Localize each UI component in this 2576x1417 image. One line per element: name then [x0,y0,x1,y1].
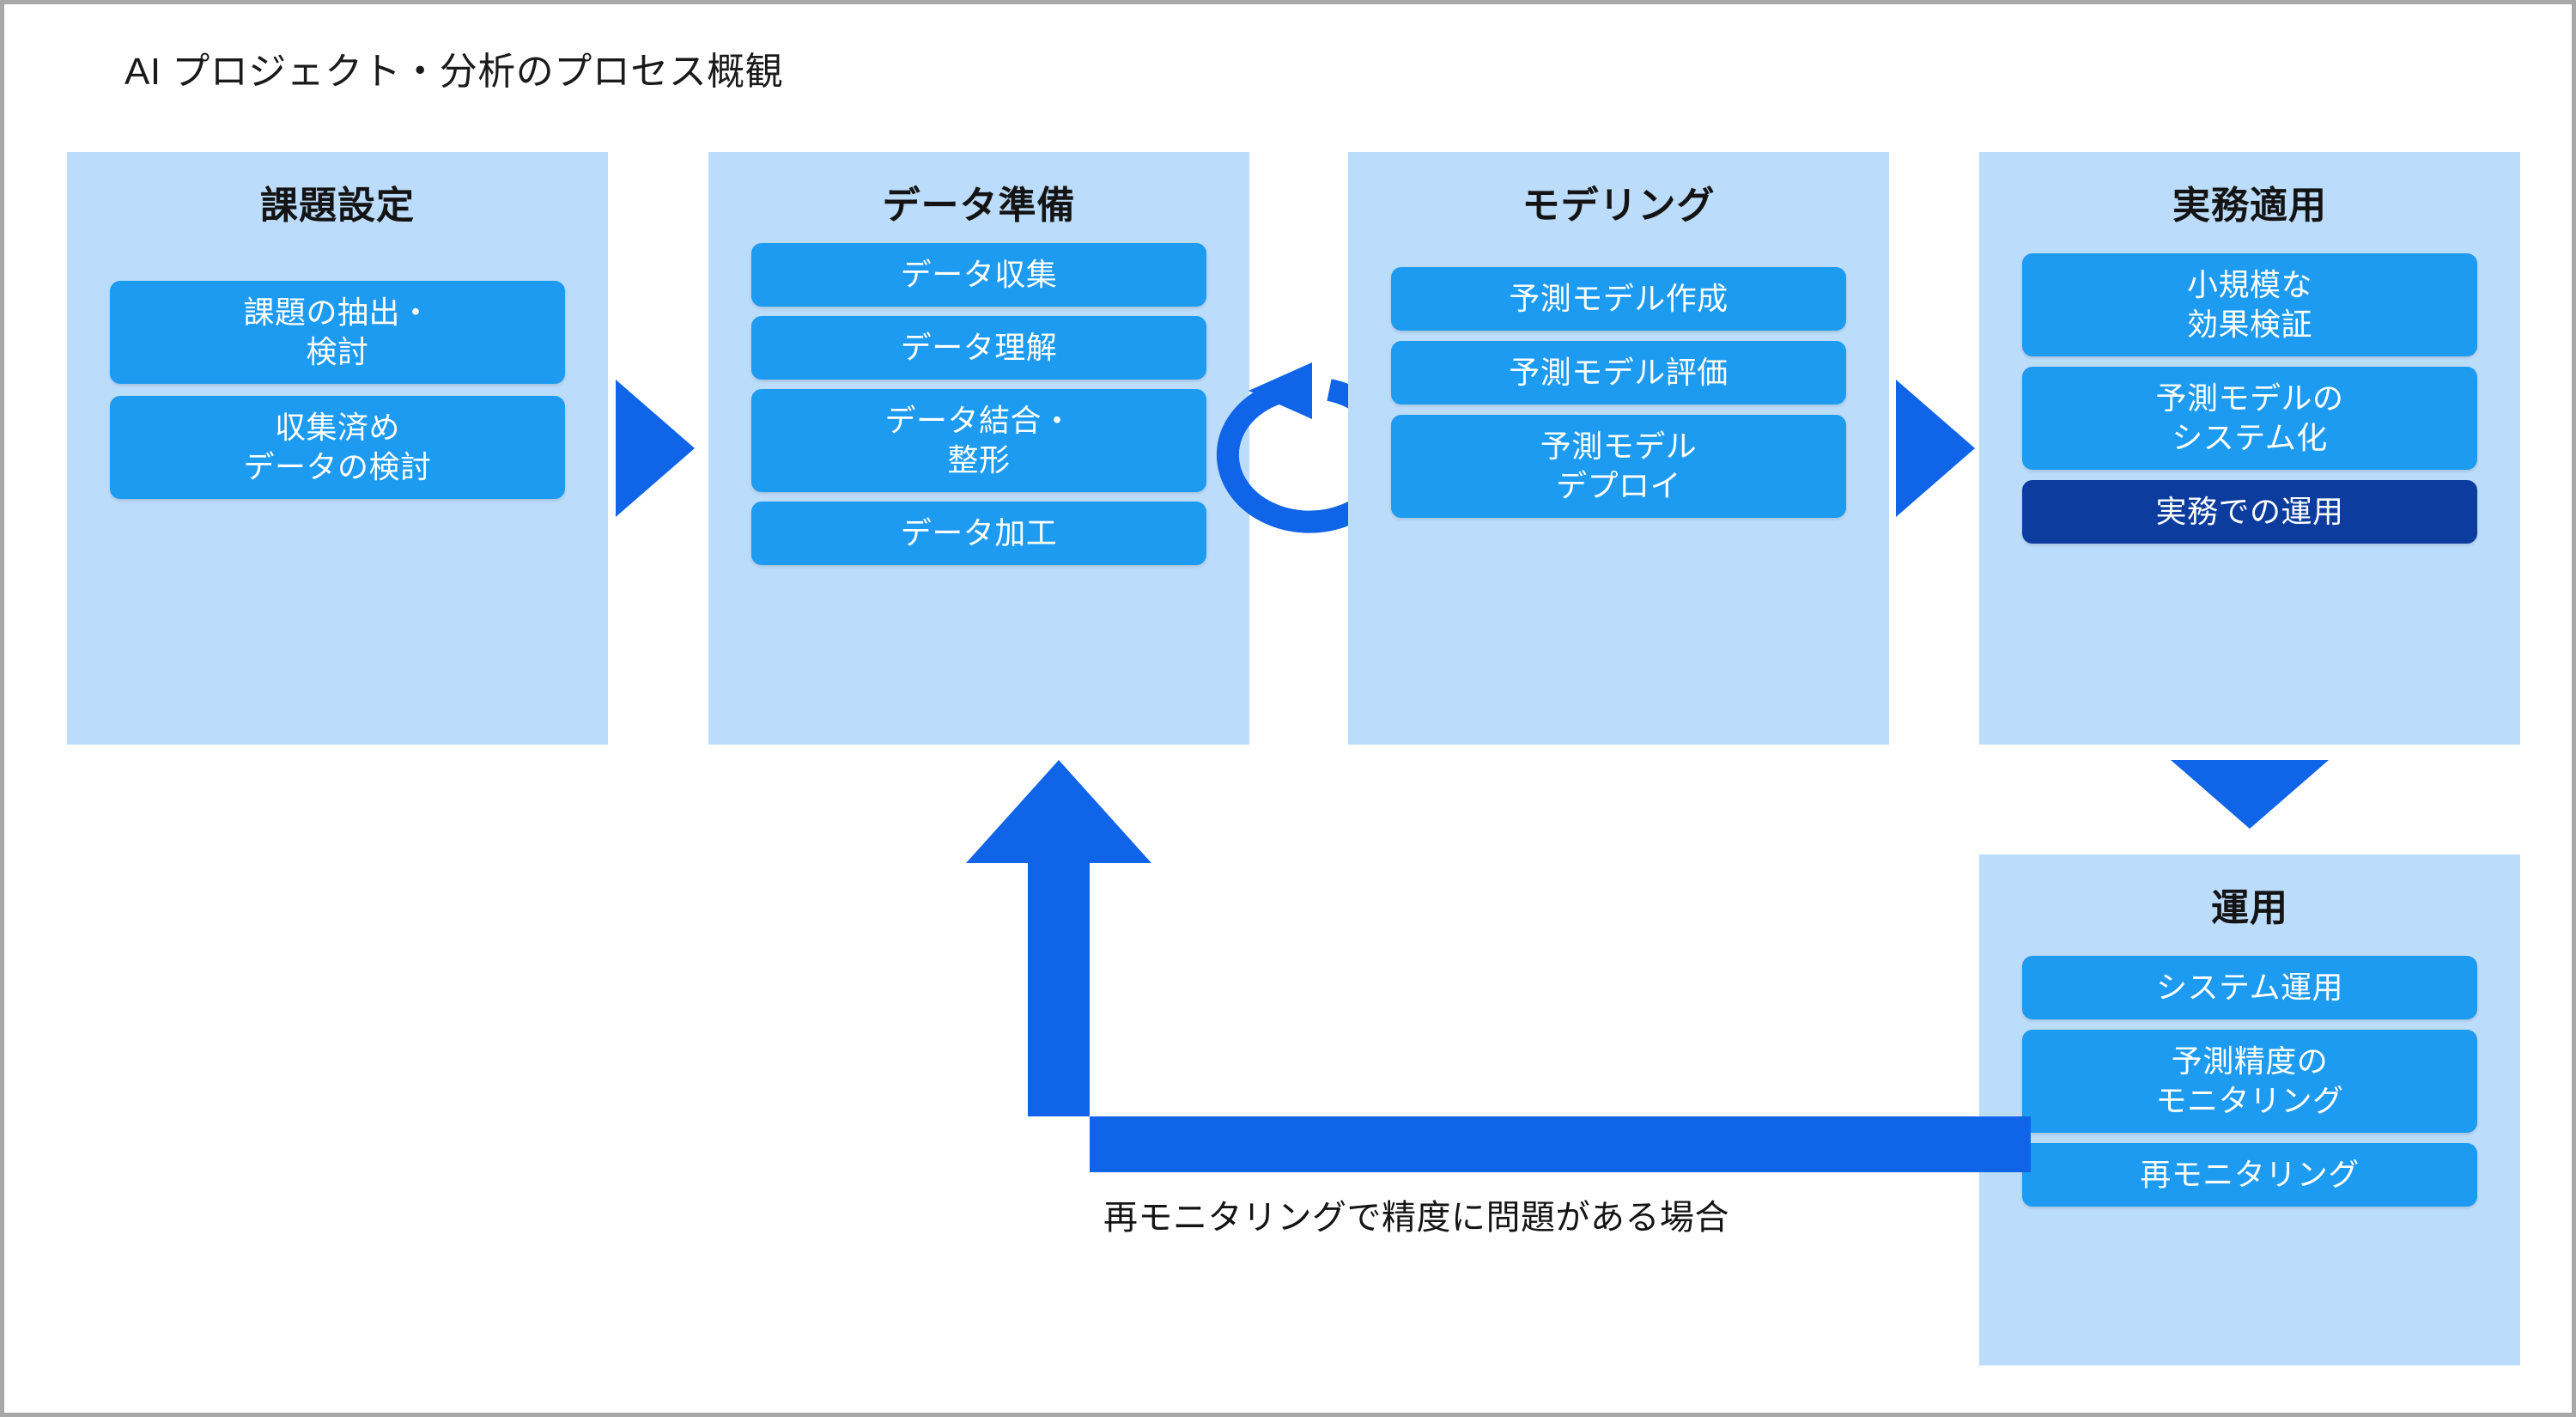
process-item[interactable]: 予測モデル評価 [1391,341,1846,405]
l-shaped-feedback-arrow-icon [966,760,2031,1172]
process-item-highlighted[interactable]: 実務での運用 [2022,480,2477,544]
process-item[interactable]: 収集済めデータの検討 [110,396,565,500]
stage-title-apply: 実務適用 [2172,185,2327,227]
process-item[interactable]: 予測モデルのシステム化 [2022,367,2477,471]
process-item[interactable]: 予測精度のモニタリング [2022,1030,2477,1134]
process-item[interactable]: データ理解 [751,316,1206,380]
stage-panel-model: モデリング 予測モデル作成 予測モデル評価 予測モデルデプロイ [1348,152,1889,745]
process-item[interactable]: データ結合・整形 [751,389,1206,493]
stage-title-data: データ準備 [882,185,1076,227]
stage-items-apply: 小規模な効果検証 予測モデルのシステム化 実務での運用 [1979,253,2520,544]
stage-items-operate: システム運用 予測精度のモニタリング 再モニタリング [1979,956,2520,1207]
process-item[interactable]: データ加工 [751,502,1206,566]
stage-title-operate: 運用 [2211,887,2288,929]
page-title: AI プロジェクト・分析のプロセス概観 [125,51,784,93]
stage-items-data: データ収集 データ理解 データ結合・整形 データ加工 [708,243,1249,566]
process-item[interactable]: 予測モデル作成 [1391,267,1846,331]
stage-panel-apply: 実務適用 小規模な効果検証 予測モデルのシステム化 実務での運用 [1979,152,2520,745]
stage-panel-data: データ準備 データ収集 データ理解 データ結合・整形 データ加工 [708,152,1249,745]
process-item[interactable]: 課題の抽出・検討 [110,281,565,385]
triangle-down-icon [2171,760,2329,829]
triangle-right-icon [1896,380,1975,517]
stage-items-model: 予測モデル作成 予測モデル評価 予測モデルデプロイ [1348,267,1889,519]
triangle-right-icon [616,380,695,517]
process-item[interactable]: 予測モデルデプロイ [1391,415,1846,519]
stage-title-issue: 課題設定 [260,185,415,227]
process-item[interactable]: システム運用 [2022,956,2477,1020]
process-item[interactable]: 小規模な効果検証 [2022,253,2477,357]
process-item[interactable]: データ収集 [751,243,1206,307]
feedback-caption: 再モニタリングで精度に問題がある場合 [1103,1199,1729,1237]
process-item[interactable]: 再モニタリング [2022,1143,2477,1207]
stage-items-issue: 課題の抽出・検討 収集済めデータの検討 [67,281,608,500]
stage-panel-operate: 運用 システム運用 予測精度のモニタリング 再モニタリング [1979,854,2520,1365]
stage-title-model: モデリング [1522,185,1716,227]
stage-panel-issue: 課題設定 課題の抽出・検討 収集済めデータの検討 [67,152,608,745]
